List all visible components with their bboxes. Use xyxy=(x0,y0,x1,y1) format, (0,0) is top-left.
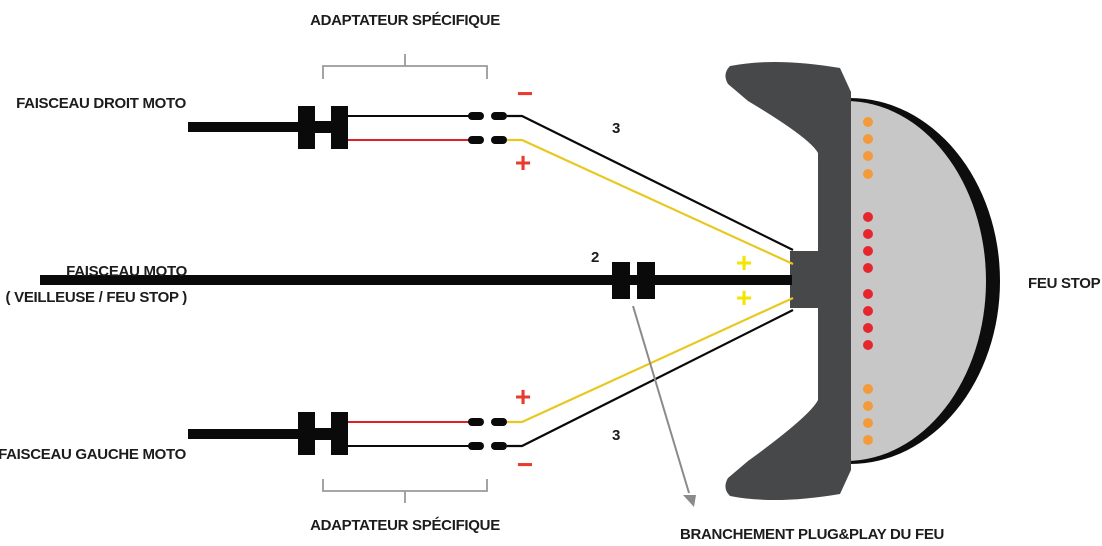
right-wire-terminals xyxy=(468,112,507,144)
harness-center-label-line1: FAISCEAU MOTO xyxy=(66,263,187,280)
led-red-10 xyxy=(863,306,873,316)
led-orange-2 xyxy=(863,134,873,144)
led-red-9 xyxy=(863,289,873,299)
led-red-8 xyxy=(863,263,873,273)
wire-count-top: 3 xyxy=(612,120,620,137)
led-orange-3 xyxy=(863,151,873,161)
converging-wires xyxy=(507,114,794,448)
wire-count-center: 2 xyxy=(591,249,599,266)
plus-sign-center-2: + xyxy=(736,282,752,313)
led-orange-14 xyxy=(863,401,873,411)
plus-sign-bottom: + xyxy=(515,381,531,412)
led-orange-4 xyxy=(863,169,873,179)
wire-top-yellow xyxy=(507,138,794,266)
stop-light-lamp xyxy=(725,61,1000,501)
minus-sign-top: − xyxy=(517,78,533,109)
led-red-7 xyxy=(863,246,873,256)
led-red-11 xyxy=(863,323,873,333)
wire-bottom-yellow xyxy=(507,296,794,424)
plus-sign-top: + xyxy=(515,147,531,178)
minus-sign-bottom: − xyxy=(517,449,533,480)
adapter-label-top: ADAPTATEUR SPÉCIFIQUE xyxy=(310,12,500,29)
harness-left-label: FAISCEAU GAUCHE MOTO xyxy=(0,446,187,463)
led-red-5 xyxy=(863,212,873,222)
wire-bottom-black xyxy=(507,309,794,448)
adapter-label-bottom: ADAPTATEUR SPÉCIFIQUE xyxy=(310,517,500,534)
harness-center-label-line2: ( VEILLEUSE / FEU STOP ) xyxy=(6,289,188,306)
led-orange-15 xyxy=(863,418,873,428)
plug-play-arrow xyxy=(632,305,696,507)
lamp-lens xyxy=(846,101,986,461)
led-strip xyxy=(863,117,873,445)
led-red-12 xyxy=(863,340,873,350)
plus-sign-center-1: + xyxy=(736,247,752,278)
led-orange-1 xyxy=(863,117,873,127)
adapter-bracket-top xyxy=(322,54,488,79)
plug-play-label: BRANCHEMENT PLUG&PLAY DU FEU xyxy=(680,526,944,543)
center-plug-connector xyxy=(612,262,655,299)
right-adapter-connector xyxy=(298,106,348,149)
wire-count-bottom: 3 xyxy=(612,427,620,444)
left-wire-terminals xyxy=(468,418,507,450)
harness-right-label: FAISCEAU DROIT MOTO xyxy=(16,95,186,112)
adapter-bracket-bottom xyxy=(322,479,488,503)
led-orange-13 xyxy=(863,384,873,394)
left-adapter-connector xyxy=(298,412,348,455)
lamp-connector-stub xyxy=(790,251,824,308)
led-orange-16 xyxy=(863,435,873,445)
lamp-housing xyxy=(725,61,851,501)
stop-light-label: FEU STOP xyxy=(1028,275,1101,292)
led-red-6 xyxy=(863,229,873,239)
wire-top-black xyxy=(507,114,794,251)
